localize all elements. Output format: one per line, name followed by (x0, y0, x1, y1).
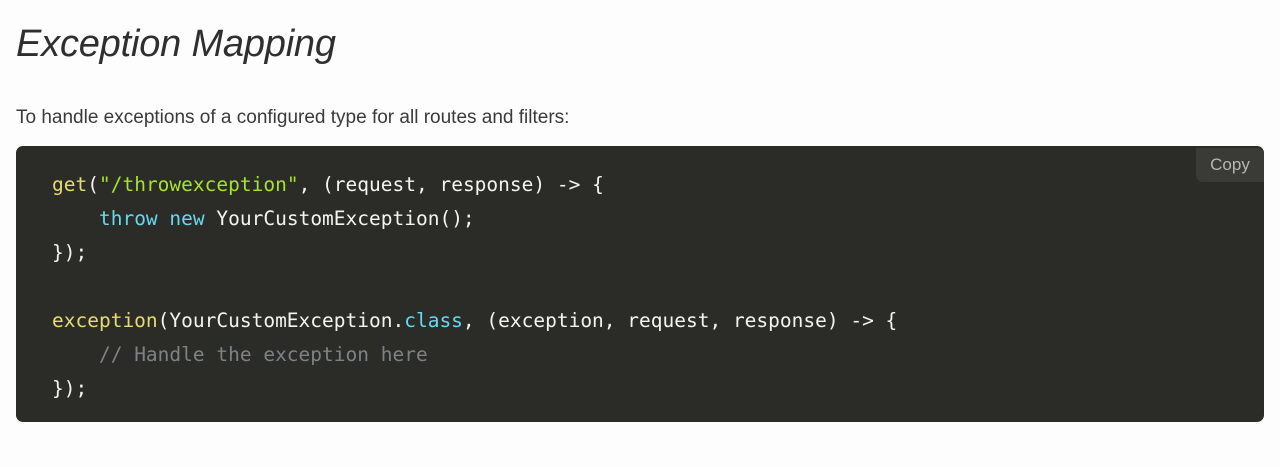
intro-paragraph: To handle exceptions of a configured typ… (16, 107, 570, 128)
code-token: , (request, response) -> { (298, 173, 604, 196)
code-line: get("/throwexception", (request, respons… (52, 168, 1244, 202)
code-token: // Handle the exception here (98, 343, 428, 366)
code-block: Copy get("/throwexception", (request, re… (16, 146, 1264, 422)
code-token (52, 343, 99, 366)
code-line: }); (52, 372, 1244, 406)
code-line: // Handle the exception here (52, 338, 1244, 372)
code-line: }); (52, 236, 1244, 270)
code-token: ( (87, 173, 99, 196)
code-token: "/throwexception" (98, 173, 299, 196)
code-snippet: get("/throwexception", (request, respons… (16, 146, 1264, 422)
code-token: }); (52, 241, 88, 264)
code-token: }); (52, 377, 88, 400)
code-token: (YourCustomException. (157, 309, 405, 332)
code-token: exception (52, 309, 158, 332)
code-token (52, 207, 99, 230)
code-token: new (169, 207, 205, 230)
code-token (158, 207, 170, 230)
code-line (52, 270, 1244, 304)
code-scroll-area[interactable]: get("/throwexception", (request, respons… (16, 146, 1264, 422)
code-token: YourCustomException(); (204, 207, 475, 230)
copy-button[interactable]: Copy (1196, 148, 1264, 182)
code-token: class (404, 309, 463, 332)
code-line: throw new YourCustomException(); (52, 202, 1244, 236)
page-title: Exception Mapping (16, 23, 336, 65)
code-line: exception(YourCustomException.class, (ex… (52, 304, 1244, 338)
code-token: , (exception, request, response) -> { (462, 309, 898, 332)
code-token: get (52, 173, 88, 196)
code-token: throw (98, 207, 158, 230)
